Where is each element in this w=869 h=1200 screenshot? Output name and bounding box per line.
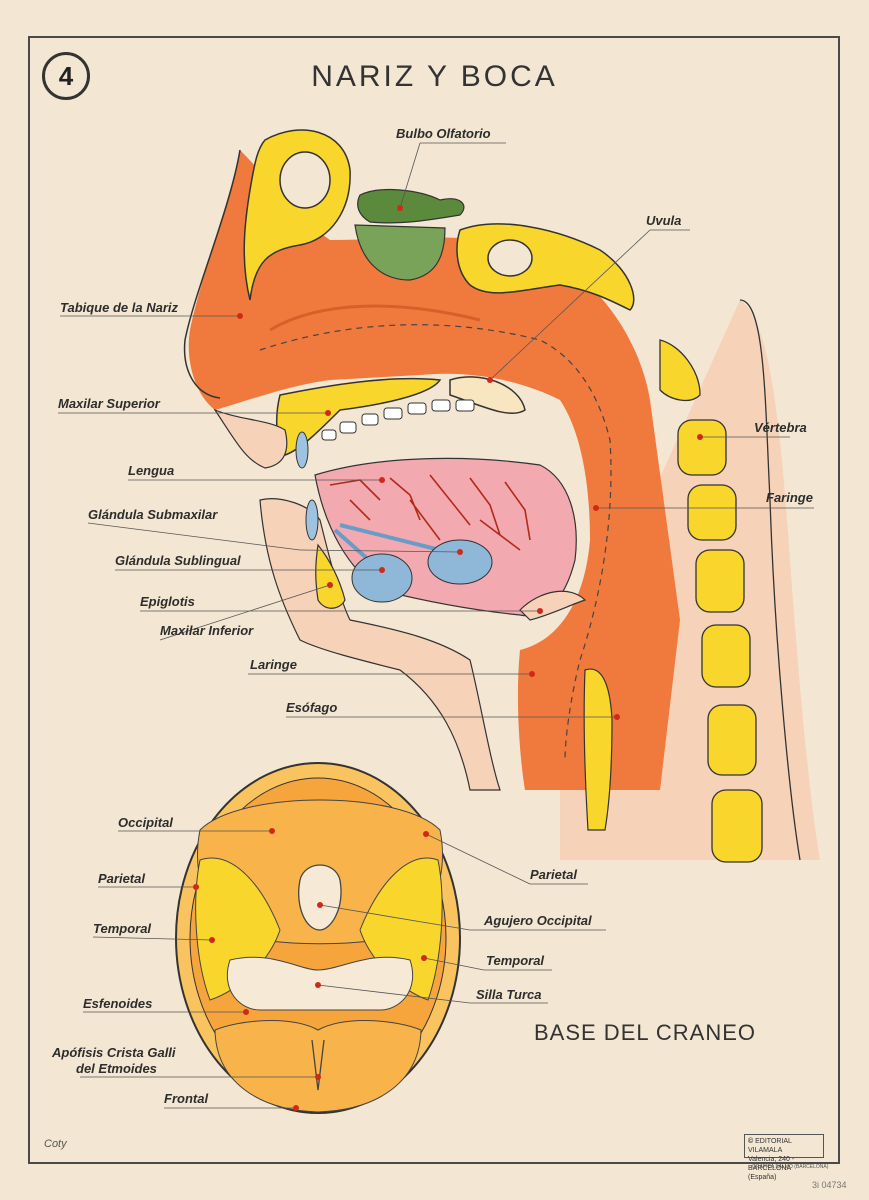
label-glandula-sublingual: Glándula Sublingual [115,553,241,568]
publisher-address: Valencia, 240 - BARCELONA (España) [748,1156,795,1181]
incisor-upper [295,431,309,469]
label-tabique-nariz: Tabique de la Nariz [60,300,178,315]
airflow-arrow [259,324,612,761]
label-agujero-occipital: Agujero Occipital [484,913,592,928]
sublingual-gland [427,539,493,585]
nasal-oral-pharynx-tissue [188,150,680,790]
artist-signature: Coty [44,1138,67,1150]
vertebrae [659,339,763,863]
crista-galli [311,1039,325,1091]
label-esfenoides: Esfenoides [83,996,153,1011]
archive-code: 3i 04734 [812,1180,847,1190]
label-apofisis-crista-galli: Apófisis Crista Galli [52,1045,176,1060]
trachea [583,668,613,831]
plate-title: NARIZ Y BOCA [311,60,558,93]
nose-outline [183,149,241,399]
upper-lip [213,408,288,469]
label-glandula-submaxilar: Glándula Submaxilar [88,507,218,522]
publisher-name: EDITORIAL VILAMALA [748,1138,792,1154]
frontal-sinus [279,151,331,209]
olfactory-bulb [357,188,465,224]
label-frontal: Frontal [164,1091,209,1106]
upper-teeth [321,399,475,441]
label-faringe: Faringe [766,490,813,505]
label-temporal-left: Temporal [93,921,152,936]
label-occipital: Occipital [118,815,173,830]
incisor-lower [305,499,319,541]
sphenoid-sinus [487,239,533,277]
label-silla-turca: Silla Turca [476,987,542,1002]
label-lengua: Lengua [128,463,175,478]
label-temporal-right: Temporal [486,953,545,968]
section-subtitle: BASE DEL CRANEO [534,1020,757,1045]
plate-number: 4 [42,52,90,100]
sublingual-duct [339,523,441,552]
label-parietal-right: Parietal [530,867,577,882]
label-parietal-left: Parietal [98,871,145,886]
nasal-turbinate [269,304,481,332]
copyright-symbol: © [748,1138,754,1145]
label-uvula: Uvula [646,213,682,228]
olfactory-mucosa [354,224,446,281]
epiglottis [519,590,587,621]
frontal-fossa [214,1020,422,1113]
label-maxilar-superior: Maxilar Superior [58,396,160,411]
label-dots [193,205,703,1111]
submandibular-gland [351,553,413,603]
printer-credit: GRAFICA SALMO (BARCELONA) [752,1164,829,1170]
publisher-box: © EDITORIAL VILAMALA Valencia, 240 - BAR… [744,1134,824,1181]
neck-outline [739,299,801,861]
plate-border [28,36,840,1164]
label-maxilar-inferior: Maxilar Inferior [160,623,254,638]
label-laringe: Laringe [250,657,297,672]
label-esofago: Esófago [286,700,338,715]
label-epiglotis: Epiglotis [140,594,195,609]
foramen-magnum [298,864,342,931]
tongue [314,457,577,617]
label-del-etmoides: del Etmoides [76,1061,157,1076]
label-vertebra: Vértebra [754,420,807,435]
label-bulbo-olfatorio: Bulbo Olfatorio [396,126,491,141]
lower-maxilla [315,543,346,609]
leader-lines [58,142,814,1109]
